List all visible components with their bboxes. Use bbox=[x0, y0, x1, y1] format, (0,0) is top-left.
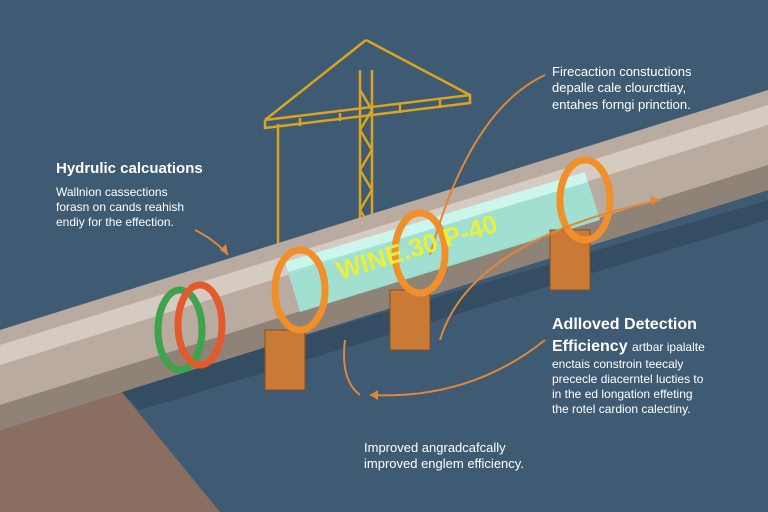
ground-trench bbox=[0, 390, 220, 512]
callout-hydraulic-title: Hydrulic calcuations bbox=[56, 160, 203, 177]
callout-efficiency: Improved angradcafcally improved englem … bbox=[364, 440, 524, 472]
callout-construction: Firecaction constuctions depalle cale cl… bbox=[552, 64, 692, 112]
pipe-supports bbox=[264, 229, 591, 391]
pipe-rings bbox=[154, 156, 614, 374]
callout-detection: Adlloved Detection Efficiency artbar ipa… bbox=[552, 316, 705, 417]
callout-hydraulic: Hydrulic calcuations Wallnion cassection… bbox=[56, 160, 256, 230]
